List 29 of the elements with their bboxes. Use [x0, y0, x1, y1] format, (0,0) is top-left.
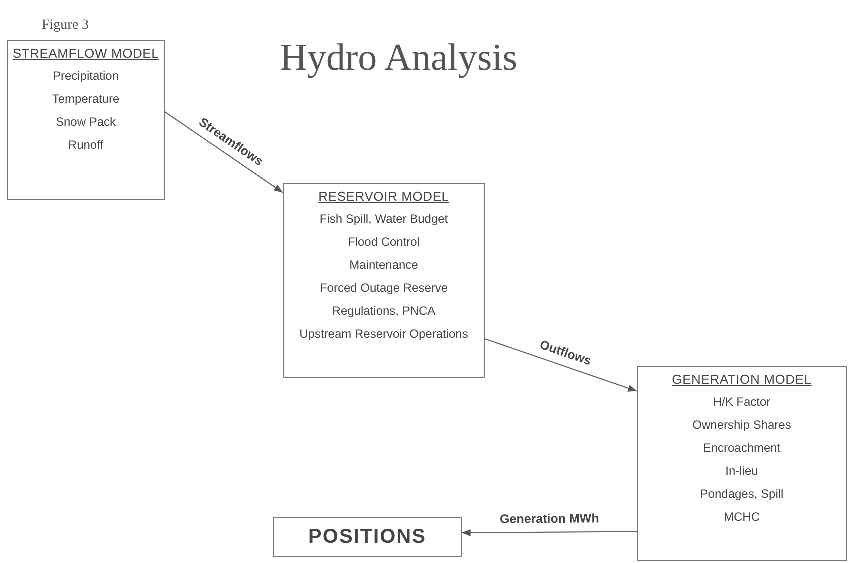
list-item: Temperature [52, 92, 120, 107]
model-box [7, 40, 165, 200]
list-item: Runoff [68, 138, 104, 153]
list-item: MCHC [724, 510, 760, 525]
model-box [283, 183, 485, 378]
list-item: In-lieu [726, 464, 758, 479]
arrow [164, 112, 284, 194]
output-box [273, 517, 462, 557]
model-box [637, 366, 847, 561]
list-item: Ownership Shares [692, 418, 792, 433]
list-item: H/K Factor [713, 395, 771, 410]
list-item: Precipitation [52, 69, 120, 84]
list-item: Pondages, Spill [700, 487, 784, 502]
figure-number: Figure 3 [42, 18, 90, 34]
list-item: Upstream Reservoir Operations [300, 327, 468, 342]
list-item: Maintenance [350, 258, 418, 273]
list-item: Regulations, PNCA [332, 304, 436, 319]
box-heading: STREAMFLOW MODEL [12, 46, 160, 62]
list-item: Flood Control [348, 235, 420, 250]
arrow [462, 529, 637, 536]
box-heading: RESERVOIR MODEL [318, 189, 450, 205]
list-item: Snow Pack [56, 115, 116, 130]
arrow [484, 338, 638, 392]
list-item: Encroachment [703, 441, 781, 456]
box-heading: GENERATION MODEL [672, 372, 812, 388]
list-item: Fish Spill, Water Budget [320, 212, 448, 227]
box-title: POSITIONS [308, 526, 426, 548]
list-item: Forced Outage Reserve [320, 281, 448, 296]
diagram-title: Hydro Analysis [280, 36, 518, 80]
